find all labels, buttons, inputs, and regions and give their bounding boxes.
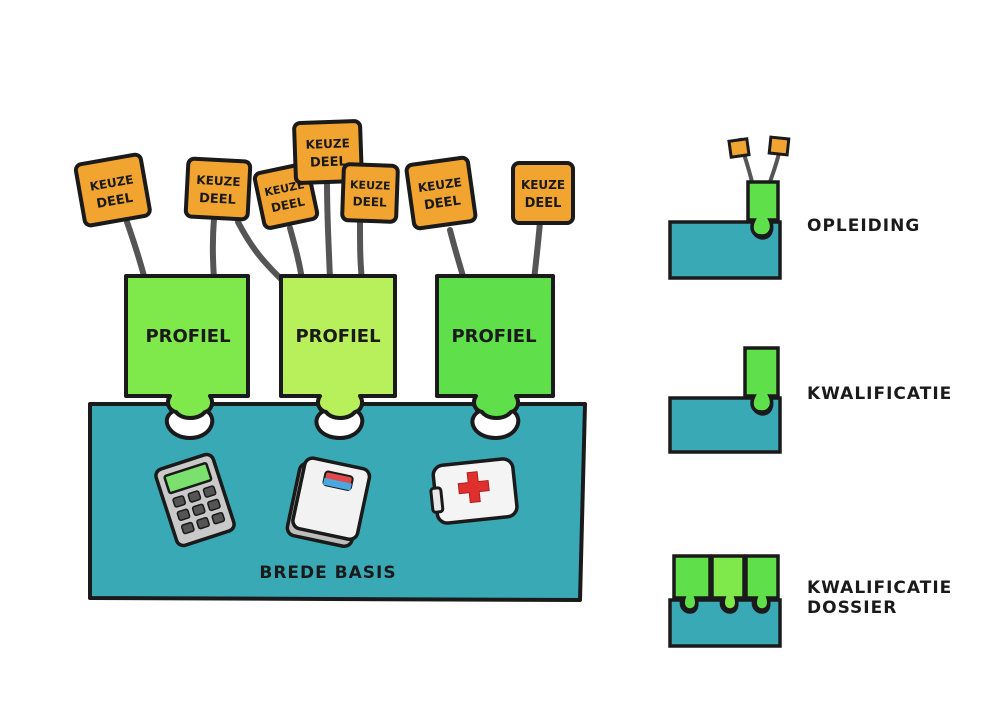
profiel-label-1: PROFIEL <box>145 326 230 347</box>
keuzedeel-text-7b: DEEL <box>525 196 562 211</box>
profiel-block-3: PROFIEL <box>435 274 555 420</box>
profiel-label-2: PROFIEL <box>295 326 380 347</box>
keuzedeel-text-7a: KEUZE <box>521 178 565 192</box>
first-aid-kit-icon <box>429 457 519 525</box>
keuzedeel-card-2: KEUZE DEEL <box>183 156 253 222</box>
keuzedeel-text-3b: DEEL <box>270 194 307 215</box>
keuzedeel-text-6a: KEUZE <box>417 175 463 195</box>
keuzedeel-text-1b: DEEL <box>95 191 134 212</box>
legend-label-kwalificatie: KWALIFICATIE <box>807 384 953 404</box>
legend-kwalificatie-dossier-symbol <box>668 554 782 648</box>
keuzedeel-card-5: KEUZE DEEL <box>340 162 400 224</box>
legend-opleiding-symbol <box>668 135 791 280</box>
brede-basis-label: BREDE BASIS <box>259 563 396 583</box>
profiel-block-1: PROFIEL <box>124 274 250 420</box>
keuzedeel-text-2a: KEUZE <box>196 173 241 189</box>
legend-label-kwalificatie-dossier: KWALIFICATIE DOSSIER <box>807 578 952 618</box>
keuzedeel-card-6: KEUZE DEEL <box>404 155 478 231</box>
profiel-label-3: PROFIEL <box>451 326 536 347</box>
legend-label-kwalificatie-dossier-line1: KWALIFICATIE <box>807 578 953 598</box>
book-icon <box>285 456 372 549</box>
keuzedeel-text-5b: DEEL <box>352 194 387 209</box>
keuzedeel-text-6b: DEEL <box>423 193 462 213</box>
keuzedeel-text-5a: KEUZE <box>350 178 391 192</box>
legend-label-opleiding: OPLEIDING <box>807 216 921 236</box>
legend-kwalificatie-symbol <box>668 346 782 454</box>
keuzedeel-text-4b: DEEL <box>310 154 347 170</box>
legend-label-kwalificatie-dossier-line2: DOSSIER <box>807 598 898 618</box>
keuzedeel-card-7: KEUZE DEEL <box>511 161 575 225</box>
calculator-icon <box>154 452 236 548</box>
profiel-block-2: PROFIEL <box>279 274 397 420</box>
keuzedeel-text-2b: DEEL <box>199 191 237 208</box>
keuzedeel-card-1: KEUZE DEEL <box>73 152 152 228</box>
keuzedeel-connectors <box>124 179 543 291</box>
keuzedeel-text-4a: KEUZE <box>305 136 350 152</box>
